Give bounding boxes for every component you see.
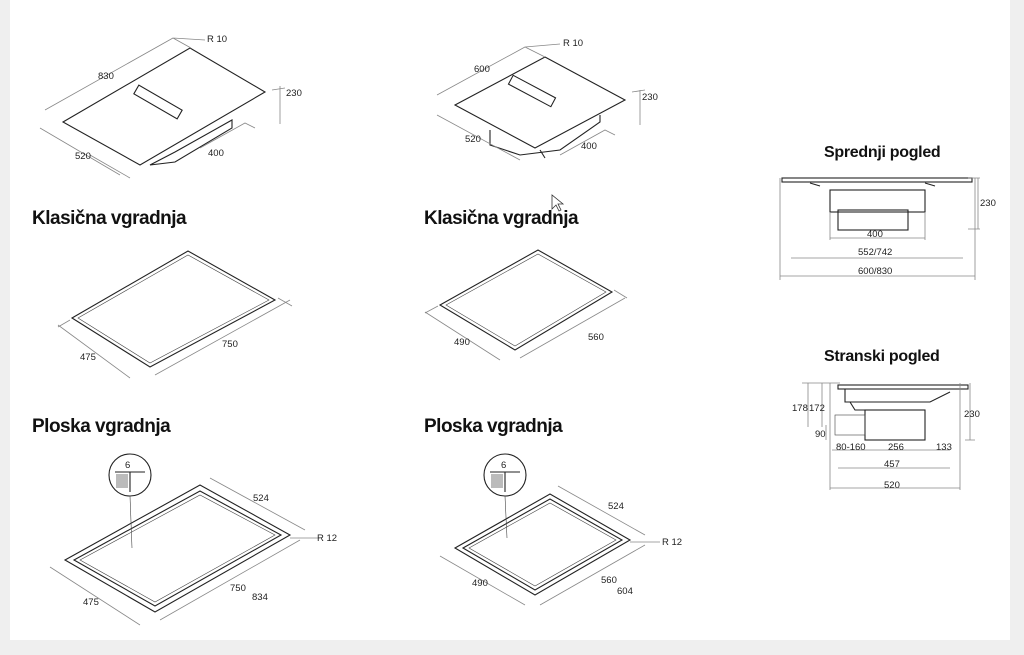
radius-label: R 10: [207, 34, 227, 45]
detail-label: 6: [501, 460, 506, 471]
cutout-classic-750: 475 750: [57, 250, 293, 379]
height-label: 230: [642, 92, 658, 103]
height-172-label: 172: [809, 403, 825, 414]
rebate-label: 524: [253, 493, 269, 504]
depth-256-label: 256: [888, 442, 904, 453]
cutout-flush-560: 6 524 R 12 490 560 604: [439, 453, 682, 606]
iso-hob-830: R 10 830 230 520 400: [39, 34, 302, 179]
rebate-label: 524: [608, 501, 624, 512]
height-label: 230: [286, 88, 302, 99]
heading-side-view: Stranski pogled: [824, 348, 940, 365]
extractor-unit: [149, 119, 233, 166]
heading-flush-left: Ploska vgradnja: [32, 416, 171, 437]
depth-label: 490: [472, 578, 488, 589]
height-label: 230: [964, 409, 980, 420]
height-90-label: 90: [815, 429, 826, 440]
width-label: 560: [601, 575, 617, 586]
heading-classic-right: Klasična vgradnja: [424, 208, 579, 229]
depth-457-label: 457: [884, 459, 900, 470]
depth-label: 490: [454, 337, 470, 348]
height-label: 230: [980, 198, 996, 209]
radius-label: R 10: [563, 38, 583, 49]
outer-label: 834: [252, 592, 268, 603]
width-label: 600: [474, 64, 490, 75]
unit-label: 400: [867, 229, 883, 240]
iso-hob-600: R 10 600 230 520 400: [436, 38, 658, 161]
outer-width-label: 600/830: [858, 266, 892, 277]
radius-label: R 12: [317, 533, 337, 544]
hob-plate: [61, 47, 267, 166]
radius-label: R 12: [662, 537, 682, 548]
outer-label: 604: [617, 586, 633, 597]
unit-label: 400: [581, 141, 597, 152]
heading-front-view: Sprednji pogled: [824, 144, 941, 161]
depth-133-label: 133: [936, 442, 952, 453]
inner-width-label: 552/742: [858, 247, 892, 258]
width-label: 830: [98, 71, 114, 82]
front-view-drawing: 230 400 552/742 600/830: [779, 177, 996, 280]
mouse-cursor-icon: [551, 194, 565, 212]
depth-label: 475: [83, 597, 99, 608]
hob-plate: [453, 56, 627, 149]
width-label: 750: [230, 583, 246, 594]
cutout-classic-560: 490 560: [424, 249, 628, 361]
width-label: 560: [588, 332, 604, 343]
extractor-unit: [489, 115, 601, 159]
heading-flush-right: Ploska vgradnja: [424, 416, 563, 437]
side-view-drawing: 178 172 230 90 80-160 256 133 457 520: [792, 382, 980, 491]
depth-label: 520: [75, 151, 91, 162]
height-178-label: 178: [792, 403, 808, 414]
unit-label: 400: [208, 148, 224, 159]
depth-label: 475: [80, 352, 96, 363]
detail-label: 6: [125, 460, 130, 471]
downdraft-vent: [133, 84, 183, 120]
heading-classic-left: Klasična vgradnja: [32, 208, 187, 229]
cutout-flush-750: 6 524 R 12 750 834 475: [49, 453, 337, 626]
depth-520-label: 520: [884, 480, 900, 491]
downdraft-vent: [507, 74, 557, 108]
depth-label: 520: [465, 134, 481, 145]
range-label: 80-160: [836, 442, 866, 453]
width-label: 750: [222, 339, 238, 350]
